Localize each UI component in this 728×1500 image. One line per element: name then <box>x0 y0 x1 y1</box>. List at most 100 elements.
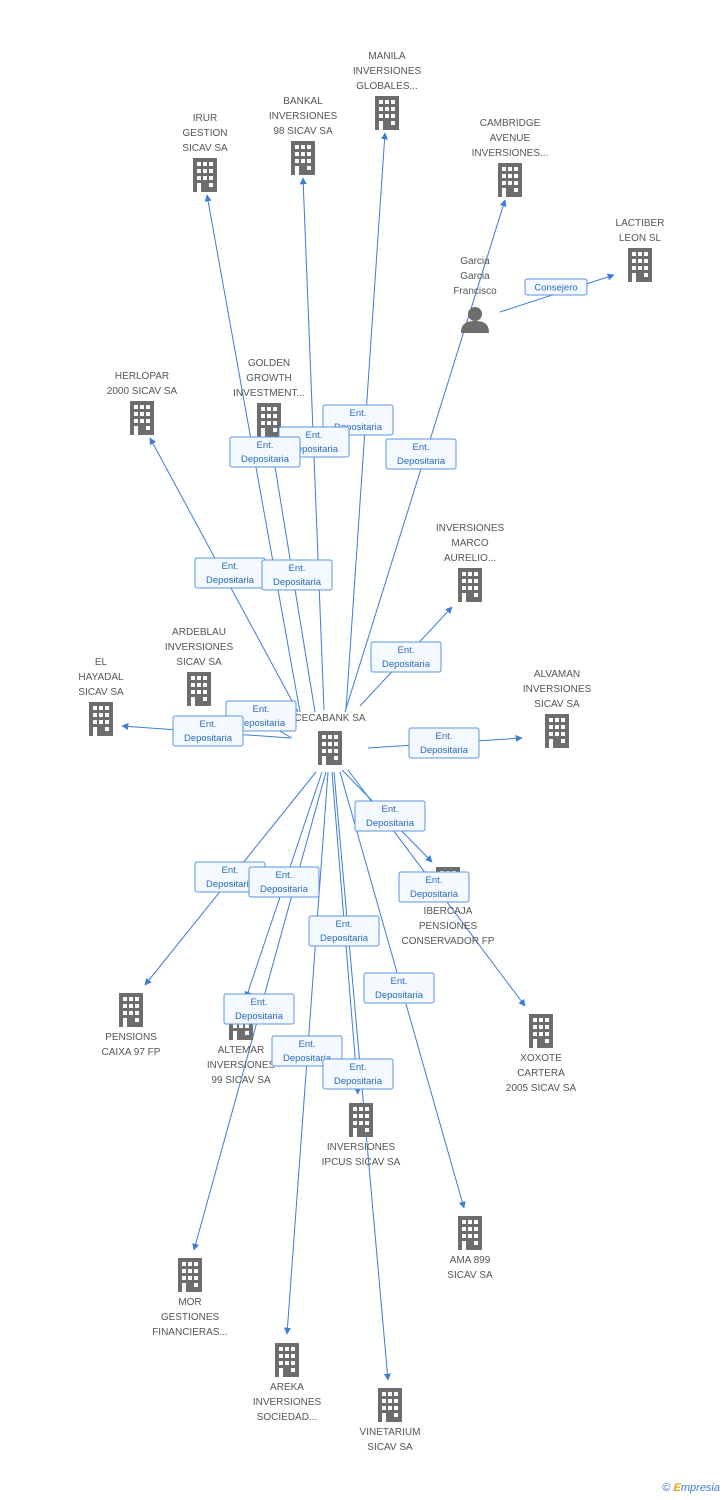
edge-label-cambridge[interactable]: Ent.Depositaria <box>385 438 457 470</box>
edge-label-irur[interactable]: Ent.Depositaria <box>229 436 301 468</box>
edge-label-lactiber[interactable]: Consejero <box>524 278 588 296</box>
node-label: GESTIONES <box>161 1312 220 1323</box>
edge-label-box <box>229 436 301 468</box>
building-icon <box>89 702 113 736</box>
node-label: GROWTH <box>246 373 292 384</box>
edge-label-ipcus[interactable]: Ent. Depositaria <box>308 915 380 947</box>
edge-label-box <box>398 871 470 903</box>
edge-label-altemar[interactable]: Ent.Depositaria <box>248 866 320 898</box>
edge-label-ibercaja[interactable]: Ent.Depositaria <box>354 800 426 832</box>
node-label: CONSERVADOR FP <box>402 936 495 947</box>
node-label: BANKAL <box>283 96 323 107</box>
edge-label-hayadal[interactable]: Ent.Depositaria <box>172 715 244 747</box>
node-label: MOR <box>178 1297 201 1308</box>
node-center[interactable]: CECABANK SA <box>294 713 366 765</box>
node-manila[interactable]: MANILAINVERSIONESGLOBALES... <box>353 51 422 130</box>
edge-label-text: Ent. <box>222 865 239 876</box>
node-label: INVERSIONES <box>436 523 505 534</box>
node-label: FINANCIERAS... <box>152 1327 228 1338</box>
edge-label-text: Ent. <box>299 1039 316 1050</box>
node-label: INVERSIONES <box>269 111 338 122</box>
edge-label-text: Depositaria <box>410 889 459 900</box>
edge-label-alvaman[interactable]: Ent.Depositaria <box>408 727 480 759</box>
edge-label-ama[interactable]: Ent.Depositaria <box>363 972 435 1004</box>
edge-label-text: Depositaria <box>320 933 369 944</box>
edge-label-herlopar[interactable]: Ent. Depositaria <box>194 557 266 589</box>
edge-label-areka[interactable]: Ent.Depositaria <box>271 1035 343 1067</box>
edge-label-marco[interactable]: Ent.Depositaria <box>370 641 442 673</box>
node-cambridge[interactable]: CAMBRIDGEAVENUEINVERSIONES... <box>472 118 549 197</box>
node-label: AURELIO... <box>444 553 496 564</box>
edge-label-text: Ent. <box>222 561 239 572</box>
edge-label-text: Depositaria <box>334 1076 383 1087</box>
node-label: HAYADAL <box>78 672 124 683</box>
edge-label-text: Ent. <box>253 704 270 715</box>
building-icon <box>178 1258 202 1292</box>
node-mor[interactable]: MOR GESTIONES FINANCIERAS... <box>152 1258 228 1338</box>
node-label: GOLDEN <box>248 358 290 369</box>
edge-label-text: Ent. <box>336 919 353 930</box>
edge-label-text: Depositaria <box>237 718 286 729</box>
node-areka[interactable]: AREKA INVERSIONES SOCIEDAD... <box>253 1343 322 1423</box>
node-label: INVERSIONES <box>253 1397 322 1408</box>
building-icon <box>375 96 399 130</box>
building-icon <box>349 1103 373 1137</box>
edge-label-pensions[interactable]: Ent.Depositaria <box>194 861 266 893</box>
edge-label-box <box>248 866 320 898</box>
node-label: AREKA <box>270 1382 304 1393</box>
node-label: Francisco <box>453 286 497 297</box>
edge-label-vinetarium[interactable]: Ent.Depositaria <box>322 1058 394 1090</box>
building-icon <box>529 1014 553 1048</box>
edge-label-xoxote[interactable]: Ent.Depositaria <box>398 871 470 903</box>
node-label: INVERSIONES <box>165 642 234 653</box>
edge-label-text: Ent. <box>382 804 399 815</box>
edge-label-mor[interactable]: Ent.Depositaria <box>223 993 295 1025</box>
node-label: MARCO <box>451 538 488 549</box>
node-label: SICAV SA <box>447 1270 493 1281</box>
node-label: Garcia <box>460 256 490 267</box>
node-label: CARTERA <box>517 1068 565 1079</box>
node-label: INVERSIONES <box>523 684 592 695</box>
node-label: IRUR <box>193 113 217 124</box>
copyright-symbol: © <box>662 1482 671 1494</box>
edge-label-text: Depositaria <box>420 745 469 756</box>
edge-label-box <box>308 915 380 947</box>
node-golden[interactable]: GOLDENGROWTHINVESTMENT... <box>233 358 305 437</box>
building-icon <box>119 993 143 1027</box>
edge-label-golden[interactable]: Ent.Depositaria <box>261 559 333 591</box>
edge-label-text: Consejero <box>534 283 577 294</box>
node-label: 99 SICAV SA <box>211 1075 271 1086</box>
edge-label-box <box>370 641 442 673</box>
node-label: LACTIBER <box>616 218 665 229</box>
building-icon <box>291 141 315 175</box>
building-icon <box>187 672 211 706</box>
node-label: Garcia <box>460 271 490 282</box>
node-label: ARDEBLAU <box>172 627 226 638</box>
node-label: CECABANK SA <box>294 713 365 724</box>
edge-label-text: Depositaria <box>206 575 255 586</box>
node-marco[interactable]: INVERSIONES MARCO AURELIO... <box>436 523 505 602</box>
node-label: SOCIEDAD... <box>257 1412 318 1423</box>
node-label: VINETARIUM <box>360 1427 421 1438</box>
edge-label-text: Depositaria <box>273 577 322 588</box>
edge-label-text: Ent. <box>391 976 408 987</box>
edge-label-text: Depositaria <box>397 456 446 467</box>
edge-label-text: Depositaria <box>184 733 233 744</box>
edge-label-text: Depositaria <box>334 422 383 433</box>
